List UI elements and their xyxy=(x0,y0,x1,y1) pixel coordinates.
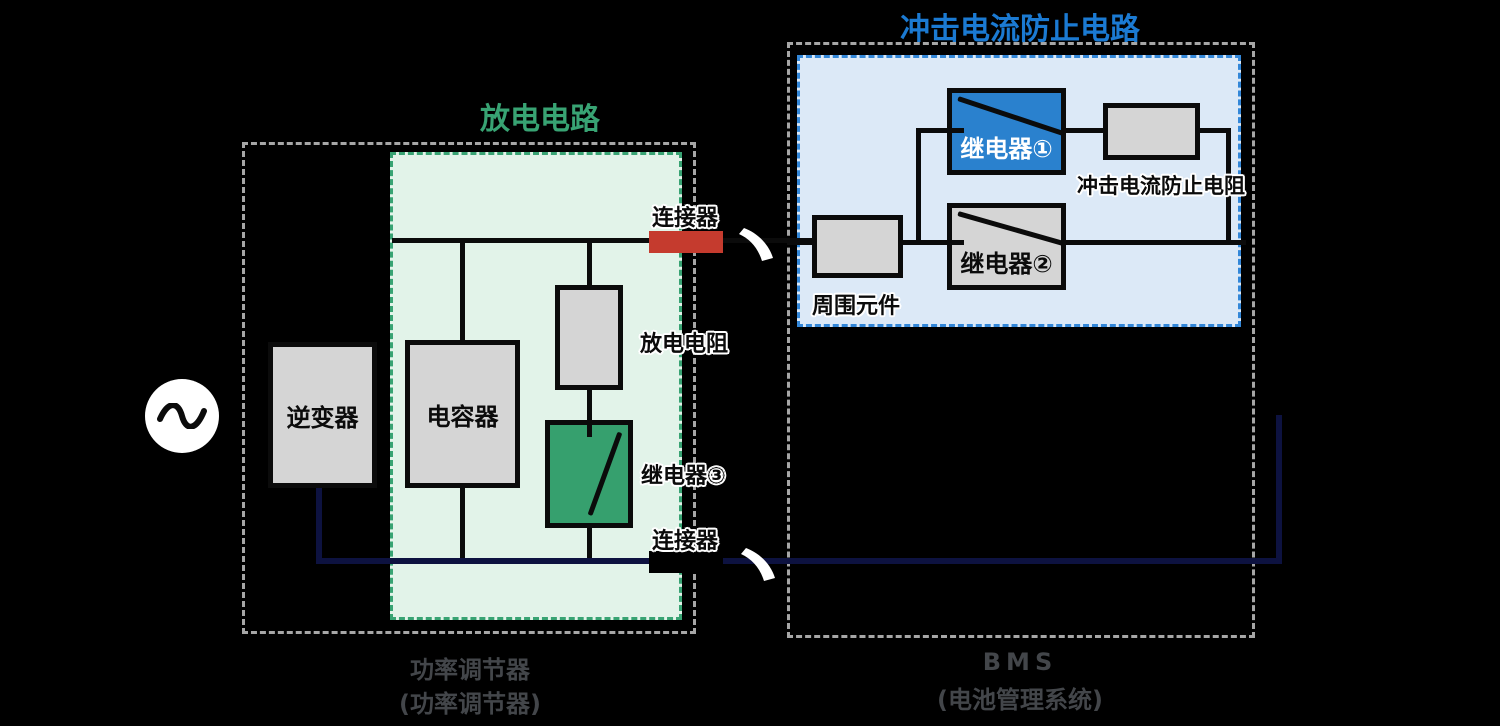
bms-dashed-box xyxy=(787,42,1255,638)
wire-right-up xyxy=(1276,415,1282,564)
relay3-top-stub xyxy=(587,425,592,437)
discharge-resistor-box xyxy=(555,285,623,390)
wire-resistor-top xyxy=(587,240,592,288)
wire-branch-to-relay1 xyxy=(916,128,949,133)
wire-relay1-resistor xyxy=(1064,128,1105,133)
wire-resistor-right xyxy=(1198,128,1231,133)
wire-capacitor-bottom xyxy=(460,486,465,562)
connector-top-red xyxy=(649,231,723,253)
relay2-left-stub xyxy=(950,240,964,245)
wire-inverter-down xyxy=(316,486,322,564)
power-conditioner-caption-line2: (功率调节器) xyxy=(399,690,541,718)
discharge-resistor-label: 放电电阻 xyxy=(640,332,729,357)
relay3-label: 继电器③ xyxy=(641,464,726,489)
power-conditioner-dashed-box xyxy=(242,142,696,634)
inrush-circuit-title: 冲击电流防止电路 xyxy=(900,12,1140,47)
relay1-left-stub xyxy=(950,128,964,133)
wire-bms-entry xyxy=(787,240,815,245)
capacitor-label: 电容器 xyxy=(426,402,499,431)
connector-top-label: 连接器 xyxy=(652,206,719,231)
wire-join-down xyxy=(1226,128,1231,245)
wire-resistor-relay3 xyxy=(587,388,592,422)
inrush-resistor-box xyxy=(1103,103,1200,160)
connector-bottom-label: 连接器 xyxy=(652,529,719,554)
wire-bottom-bus xyxy=(316,558,1282,564)
wire-break-icon xyxy=(739,228,773,261)
inrush-resistor-label: 冲击电流防止电阻 xyxy=(1077,174,1245,198)
ac-source-icon xyxy=(145,379,219,453)
wire-relay2-out xyxy=(1064,240,1246,245)
bms-caption-line1: BMS xyxy=(982,648,1058,676)
wire-relay3-bottom xyxy=(587,526,592,562)
wire-branch-up xyxy=(916,130,921,245)
inverter-box: 逆变器 xyxy=(268,342,377,488)
bms-caption-line2: (电池管理系统) xyxy=(937,686,1103,714)
inverter-label: 逆变器 xyxy=(286,403,359,432)
capacitor-box: 电容器 xyxy=(405,340,520,488)
wire-capacitor-top xyxy=(460,240,465,342)
wire-peripheral-relay2 xyxy=(901,240,949,245)
discharge-circuit-title: 放电电路 xyxy=(480,102,600,137)
peripheral-box xyxy=(812,215,903,278)
peripheral-label: 周围元件 xyxy=(812,294,901,319)
relay1-label: 继电器① xyxy=(960,135,1053,163)
power-conditioner-caption-line1: 功率调节器 xyxy=(410,656,530,684)
connector-bottom-black xyxy=(649,551,723,573)
wire-break-icon xyxy=(741,548,775,581)
relay2-label: 继电器② xyxy=(960,250,1053,278)
wire-top-bus xyxy=(392,238,812,243)
